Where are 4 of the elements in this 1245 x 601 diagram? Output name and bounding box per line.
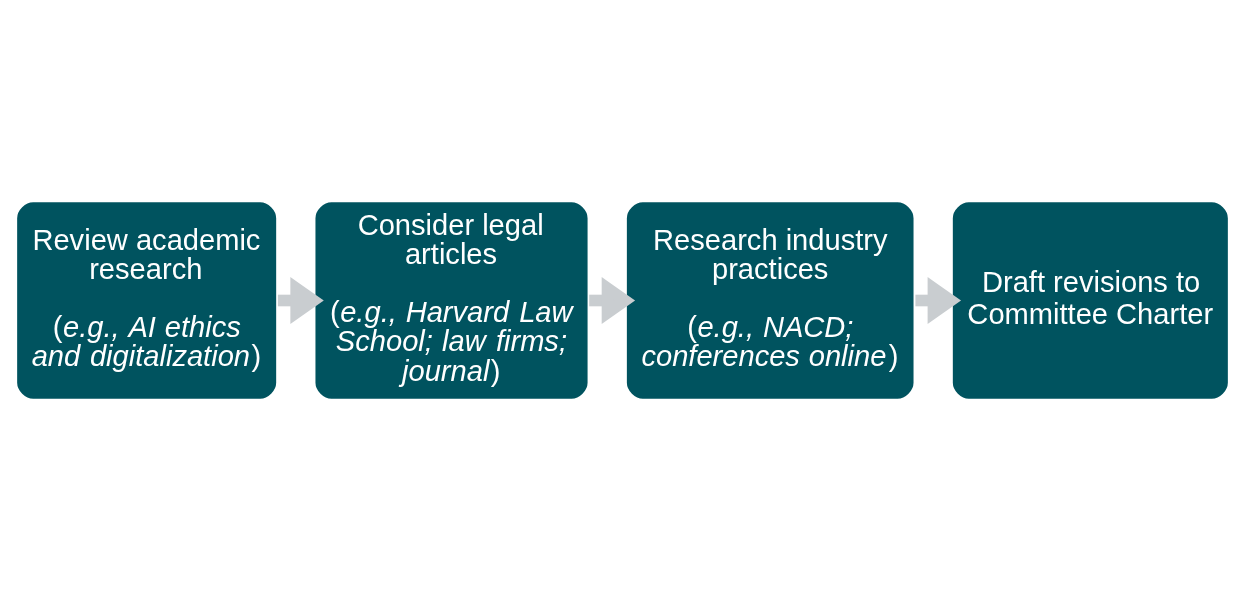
node-box: Consider legal articles (e.g., Harvard Law School; law firms; journal) (312, 199, 591, 402)
node-box: Review academic research (e.g., AI ethics and digitalization) (14, 199, 280, 402)
node-box: Research industry practices (e.g., NACD; conferences online) (623, 199, 917, 402)
node-box: Draft revisions to Committee Charter (949, 199, 1231, 402)
